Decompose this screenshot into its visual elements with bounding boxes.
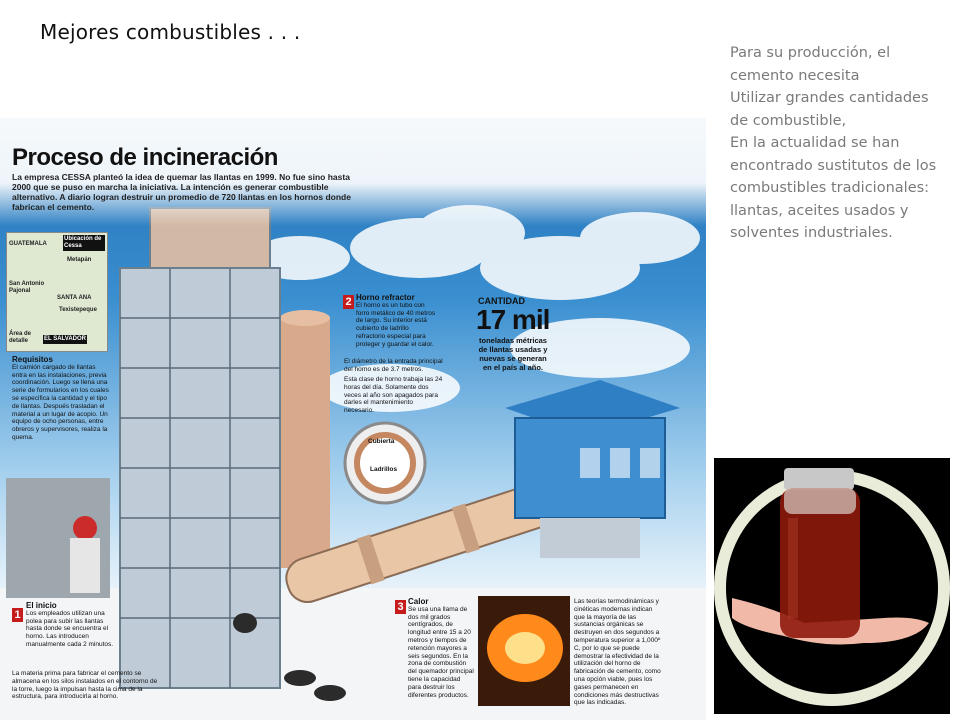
teorias-text: Las teorías termodinámicas y cinéticas m… <box>574 598 661 707</box>
horno-note: Esta clase de horno trabaja las 24 horas… <box>344 376 443 415</box>
map-label: Texistepeque <box>59 307 97 313</box>
horno-block: Horno refractor El horno es un tubo con … <box>356 294 436 349</box>
cross-section-label: Cubierta <box>368 438 395 445</box>
side-text-block: Para su producción, el cemento necesita … <box>730 42 945 245</box>
inicio-note: La materia prima para fabricar el cement… <box>12 670 158 701</box>
map-label: GUATEMALA <box>9 241 47 247</box>
oil-jar-image <box>714 468 950 706</box>
step-badge: 2 <box>343 295 354 309</box>
map-label: Ubicación de Cessa <box>63 235 105 251</box>
side-text-line: En la actualidad se han encontrado susti… <box>730 135 937 241</box>
side-text-line: Utilizar grandes cantidades de combustib… <box>730 90 929 129</box>
incineration-infographic: Proceso de incineración La empresa CESSA… <box>0 118 706 720</box>
map-label: Área de detalle <box>9 331 32 344</box>
calor-block: Calor Se usa una llama de dos mil grados… <box>408 598 474 699</box>
map-label: EL SALVADOR <box>43 335 88 344</box>
cantidad-label: CANTIDAD <box>478 296 525 306</box>
oil-jar-photo <box>714 458 950 714</box>
requisitos-title: Requisitos <box>12 355 53 364</box>
requisitos-text: El camión cargado de llantas entra en la… <box>12 363 109 441</box>
slide-title: Mejores combustibles . . . <box>40 20 301 44</box>
calor-text: Se usa una llama de dos mil grados centí… <box>408 605 474 699</box>
infographic-header-bg <box>0 118 706 226</box>
map-label: SANTA ANA <box>57 295 92 301</box>
cross-section-label: Ladrillos <box>370 466 398 473</box>
calor-title: Calor <box>408 597 429 606</box>
infographic-illustration <box>0 205 706 720</box>
step-badge: 3 <box>395 600 406 614</box>
infographic-intro: La empresa CESSA planteó la idea de quem… <box>12 172 351 212</box>
location-map: GUATEMALA Ubicación de Cessa Metapán San… <box>6 232 108 352</box>
inicio-text: Los empleados utilizan una polea para su… <box>26 609 114 648</box>
inicio-title: El inicio <box>26 601 57 610</box>
infographic-title: Proceso de incineración <box>12 144 278 171</box>
requisitos-block: Requisitos El camión cargado de llantas … <box>12 356 110 442</box>
cantidad-desc: toneladas métricas de llantas usadas y n… <box>478 336 548 372</box>
step-badge: 1 <box>12 608 23 622</box>
horno-note: El diámetro de la entrada principal del … <box>344 358 443 373</box>
horno-text: El horno es un tubo con forro metálico d… <box>356 301 436 348</box>
horno-title: Horno refractor <box>356 293 415 302</box>
inicio-block: El inicio Los empleados utilizan una pol… <box>26 602 121 649</box>
map-label: San Antonio Pajonal <box>9 281 45 294</box>
side-text-line: Para su producción, el cemento necesita <box>730 45 891 84</box>
map-label: Metapán <box>67 257 92 263</box>
cantidad-value: 17 mil <box>476 304 550 335</box>
